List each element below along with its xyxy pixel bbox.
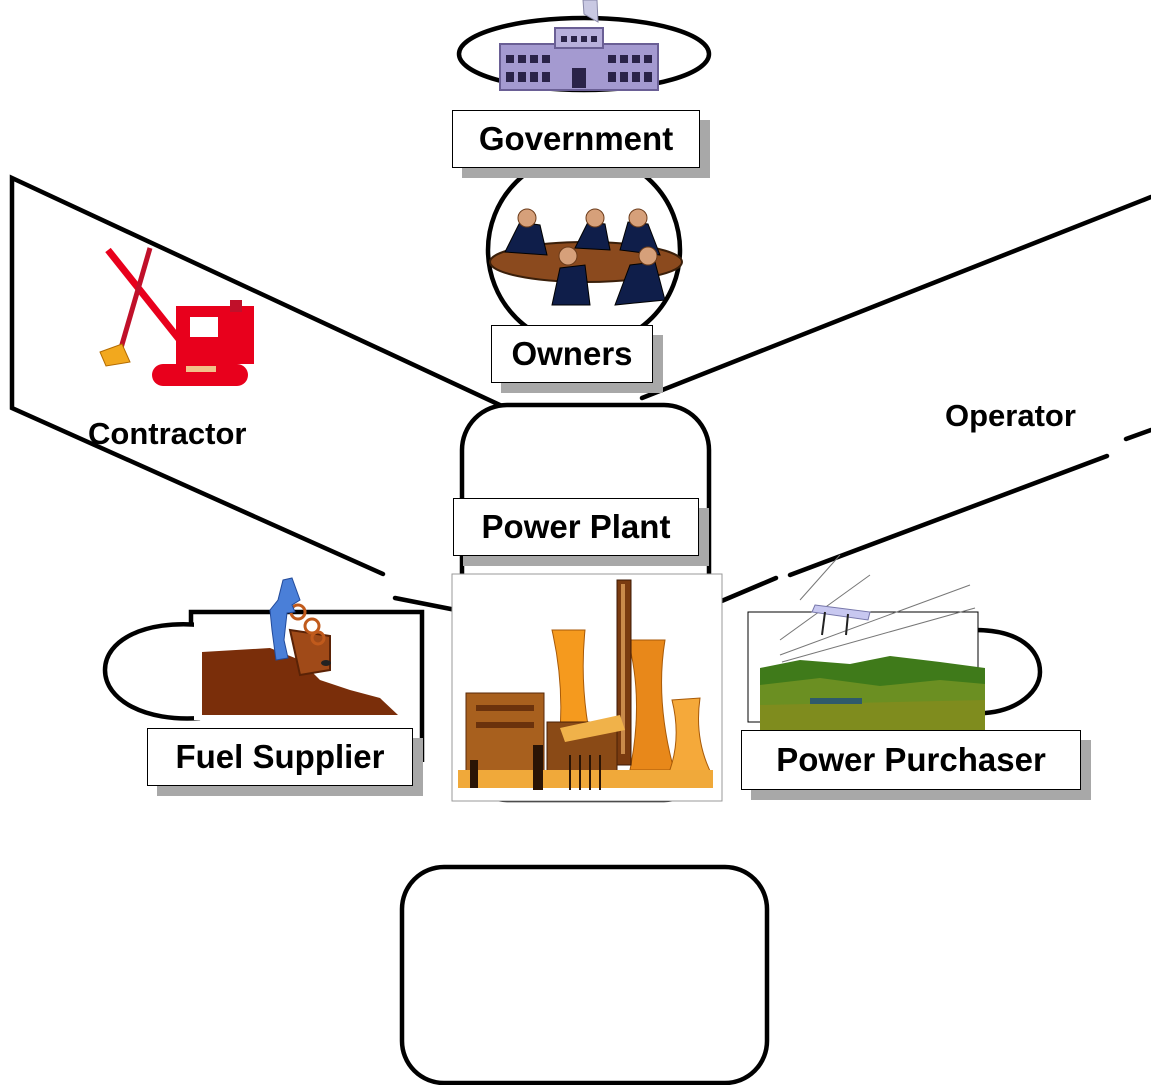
fuel-supplier-node bbox=[102, 577, 425, 762]
government-building-icon bbox=[499, 0, 659, 91]
owners-operator-connector bbox=[639, 194, 1151, 401]
power-purchaser-node bbox=[747, 554, 1043, 730]
miner-at-mine-icon bbox=[202, 577, 398, 715]
fuel-supplier-label: Fuel Supplier bbox=[147, 728, 413, 786]
operator-lower-connector bbox=[787, 453, 1110, 578]
power-lines-landscape-icon bbox=[760, 554, 985, 730]
owners-node bbox=[485, 151, 683, 349]
excavator-crane-icon bbox=[99, 247, 254, 386]
power-station-icon bbox=[451, 573, 723, 802]
government-node bbox=[456, 0, 712, 93]
power-purchaser-label: Power Purchaser bbox=[741, 730, 1081, 790]
empty-node-box bbox=[399, 864, 770, 1086]
government-label: Government bbox=[452, 110, 700, 168]
power-plant-label: Power Plant bbox=[453, 498, 699, 556]
contractor-label: Contractor bbox=[88, 416, 247, 451]
contractor-connector bbox=[9, 174, 518, 577]
operator-label: Operator bbox=[945, 398, 1076, 433]
owners-label: Owners bbox=[491, 325, 653, 383]
operator-plant-connector bbox=[1123, 427, 1151, 442]
boardroom-meeting-icon bbox=[489, 208, 683, 306]
